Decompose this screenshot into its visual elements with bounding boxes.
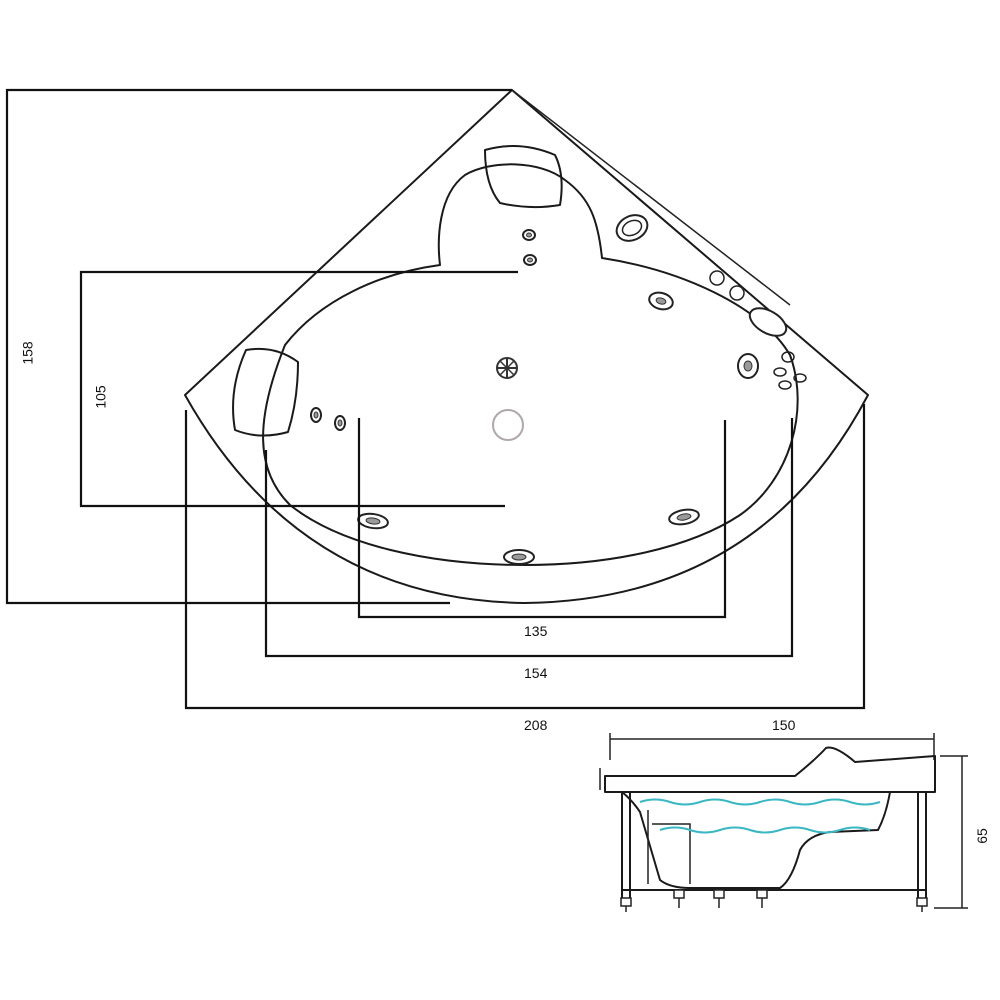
jet-icon: [313, 411, 319, 419]
dimension-line-208: [184, 404, 866, 710]
jet-icon: [511, 553, 527, 561]
headrest-top: [484, 145, 563, 209]
headrest-left: [232, 347, 299, 437]
tub-outer-shell: [184, 89, 869, 604]
tub-inner-basin: [262, 163, 799, 566]
jet-icon: [365, 517, 381, 525]
frame-feet: [620, 889, 928, 912]
dimension-label-158: 158: [19, 341, 36, 365]
jet-icon: [743, 360, 753, 372]
dimension-label-154: 154: [524, 665, 548, 681]
jet-icon: [337, 419, 343, 427]
rim-button: [793, 373, 807, 383]
dimension-line-135: [357, 418, 727, 619]
rim-button: [773, 367, 787, 377]
rim-button: [781, 351, 795, 363]
side-view-seat: [647, 810, 691, 884]
dimension-label-208: 208: [524, 717, 548, 733]
control-panel-oval: [748, 307, 788, 337]
drain-icon: [492, 409, 524, 441]
rim-button: [729, 285, 745, 301]
jet-icon: [655, 297, 667, 305]
jet-icon: [526, 232, 532, 238]
rim-button: [709, 270, 725, 286]
speaker-icon-inner: [621, 219, 643, 237]
dimension-line-154: [264, 418, 794, 658]
dimension-label-65: 65: [973, 828, 990, 844]
side-view-basin: [621, 791, 891, 889]
jet-icon: [676, 513, 692, 521]
dimension-label-105: 105: [92, 385, 109, 409]
dimension-label-150: 150: [772, 717, 796, 733]
overflow-icon-cross: [499, 360, 515, 376]
jet-icon: [527, 257, 533, 263]
dimension-line-158: [5, 88, 512, 605]
side-view-rim: [604, 746, 936, 793]
rim-button: [778, 380, 792, 390]
water-line: [659, 826, 871, 834]
water-line: [639, 798, 881, 806]
tub-corner-edge: [511, 89, 791, 306]
dimension-line-105: [79, 270, 518, 508]
dimension-label-135: 135: [524, 623, 548, 639]
speaker-icon: [615, 214, 649, 242]
